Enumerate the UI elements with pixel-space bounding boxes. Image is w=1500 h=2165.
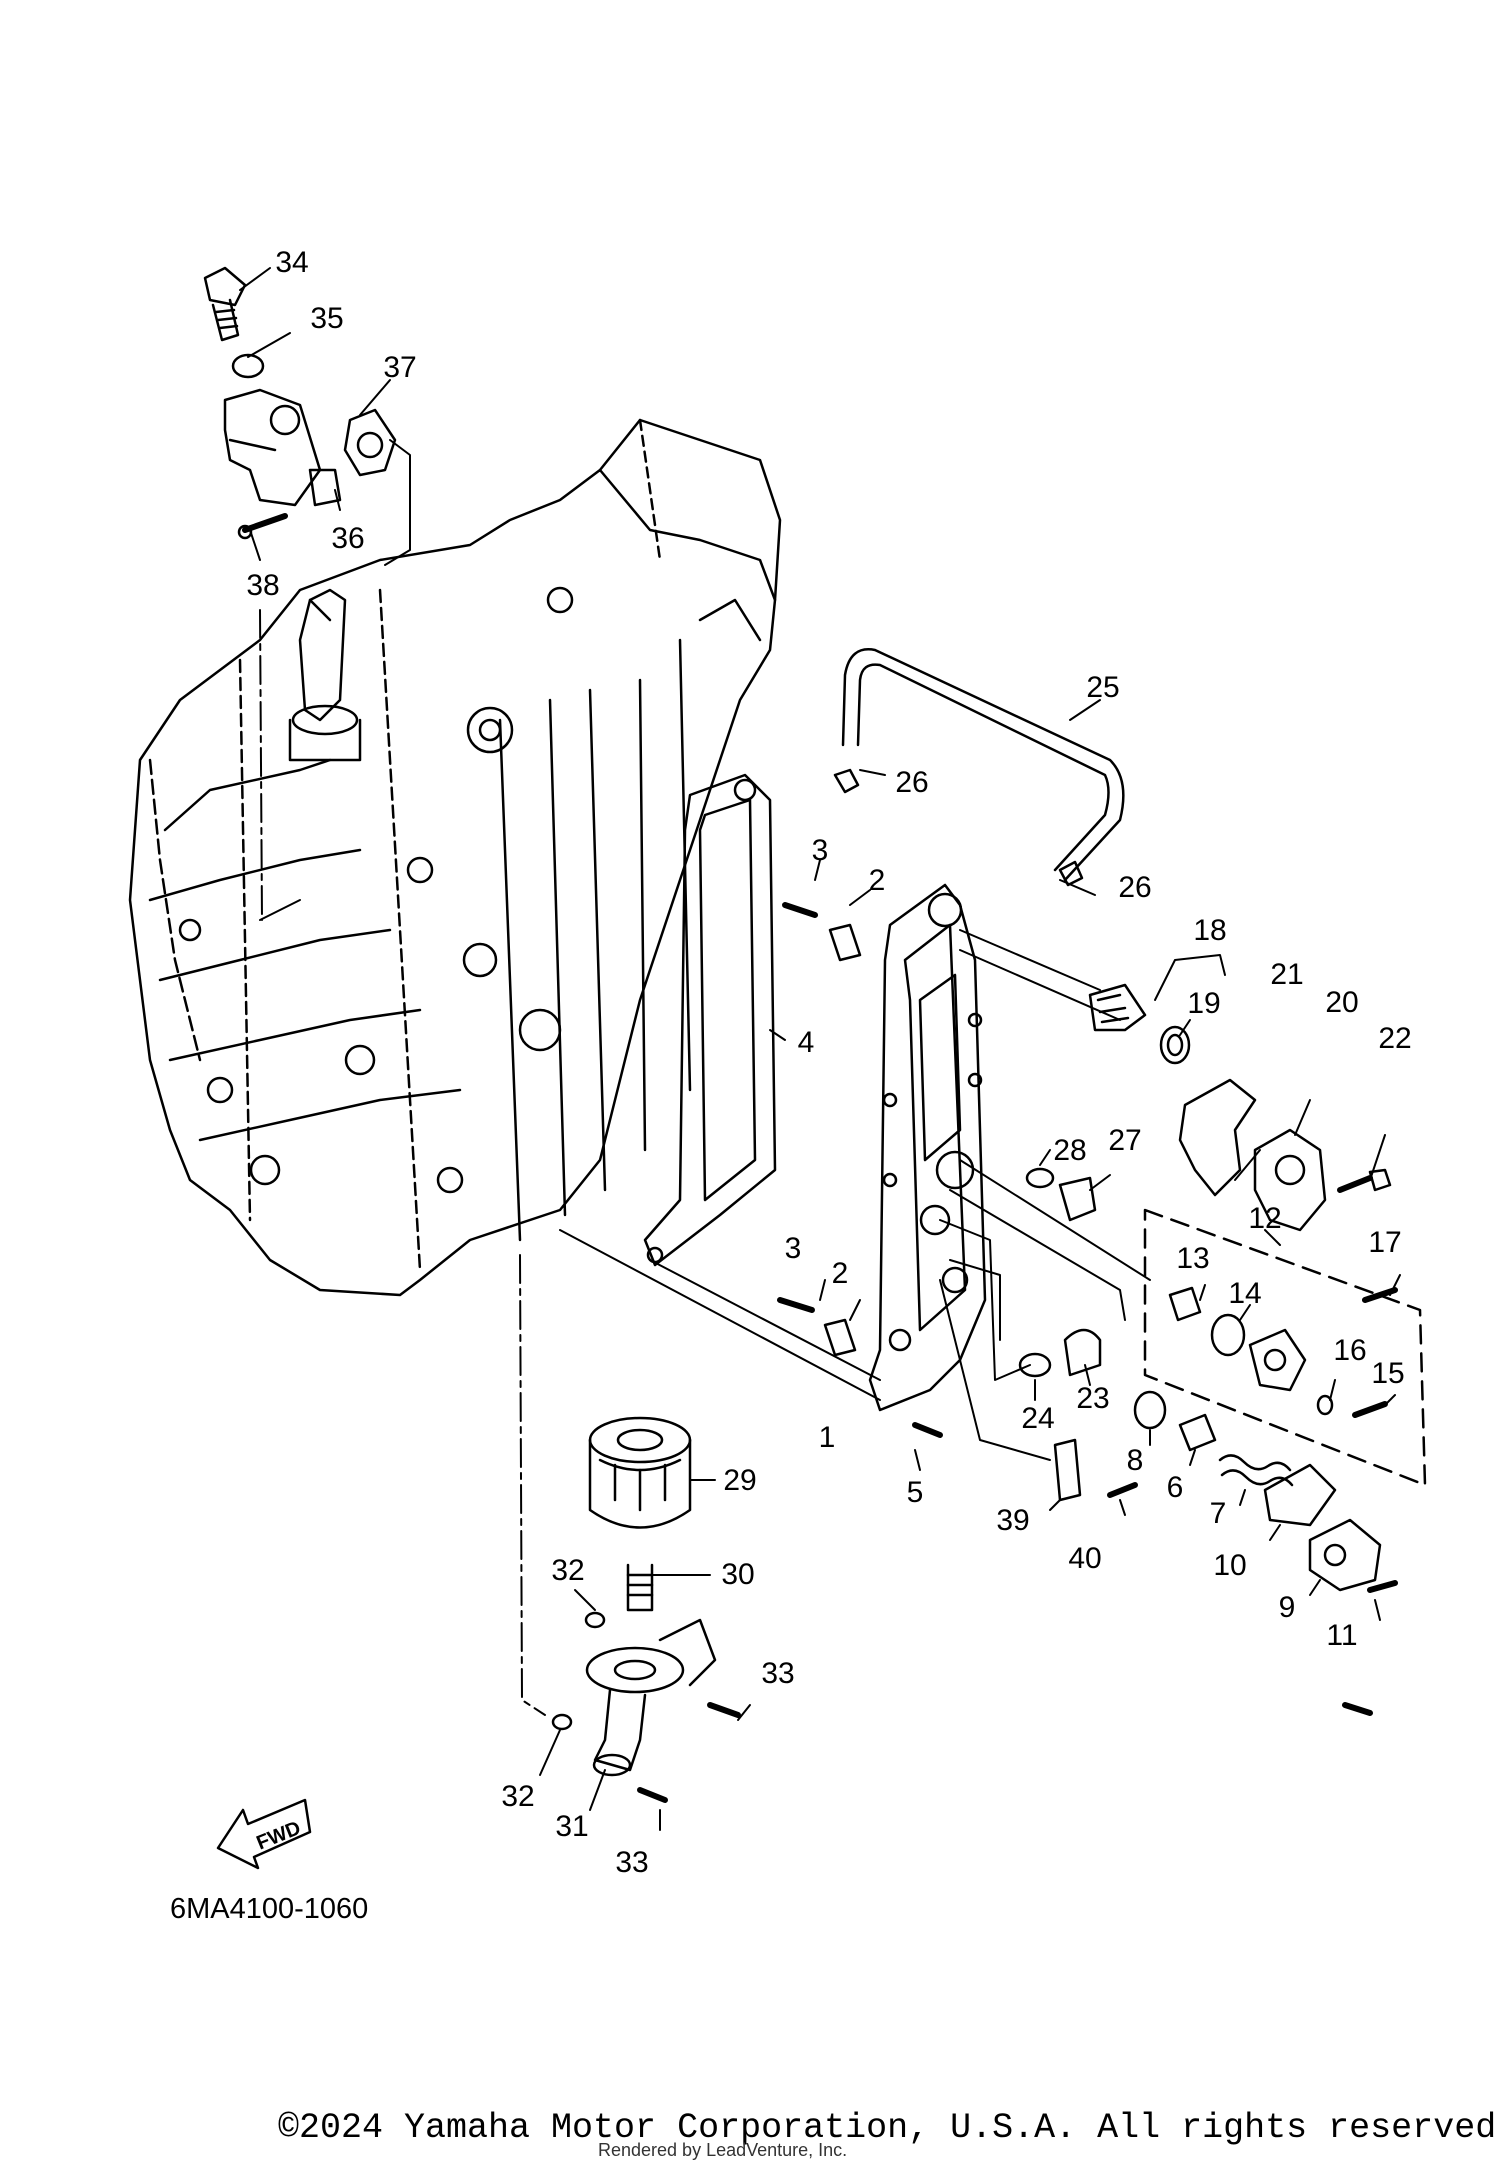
callout-33b: 33 [615, 1846, 648, 1879]
leader-lines [239, 267, 1401, 1831]
rendered-by-credit: Rendered by LeadVenture, Inc. [598, 2140, 848, 2160]
callout-33a: 33 [761, 1657, 794, 1690]
bolts-illustration [777, 902, 1373, 1716]
callout-9: 9 [1279, 1591, 1296, 1624]
callout-13: 13 [1176, 1242, 1209, 1275]
callout-24: 24 [1021, 1402, 1054, 1435]
fwd-arrow-icon [216, 1798, 312, 1870]
callout-8: 8 [1127, 1444, 1144, 1477]
callout-35: 35 [310, 302, 343, 335]
callout-15: 15 [1371, 1357, 1404, 1390]
callout-39: 39 [996, 1504, 1029, 1537]
callout-27: 27 [1108, 1124, 1141, 1157]
figure-code: 6MA4100-1060 [170, 1893, 369, 1925]
callout-23: 23 [1076, 1382, 1109, 1415]
callout-17: 17 [1368, 1226, 1401, 1259]
callout-2b: 2 [832, 1257, 849, 1290]
callout-1: 1 [819, 1421, 836, 1454]
callout-32a: 32 [551, 1554, 584, 1587]
callout-16: 16 [1333, 1334, 1366, 1367]
callout-37: 37 [383, 351, 416, 384]
sensor-parts-illustration [1088, 983, 1392, 1232]
copyright-notice: ©2024 Yamaha Motor Corporation, U.S.A. A… [278, 2108, 1500, 2148]
cover-plate-illustration [868, 883, 987, 1412]
callout-6: 6 [1167, 1471, 1184, 1504]
callout-3a: 3 [812, 834, 829, 867]
callout-5: 5 [907, 1476, 924, 1509]
callout-28: 28 [1053, 1134, 1086, 1167]
callout-34: 34 [275, 246, 308, 279]
callout-7: 7 [1210, 1497, 1227, 1530]
callout-19: 19 [1187, 987, 1220, 1020]
callout-22: 22 [1378, 1022, 1411, 1055]
callout-12: 12 [1248, 1202, 1281, 1235]
callout-2a: 2 [869, 864, 886, 897]
callout-29: 29 [723, 1464, 756, 1497]
callout-10: 10 [1213, 1549, 1246, 1582]
thermostat-housing-illustration [203, 266, 397, 540]
callout-25: 25 [1086, 671, 1119, 704]
filter-base-illustration [551, 1611, 741, 1803]
callout-18: 18 [1193, 914, 1226, 947]
callout-11: 11 [1326, 1619, 1357, 1652]
callout-14: 14 [1228, 1277, 1261, 1310]
spacer-illustration [823, 923, 862, 1357]
callout-4: 4 [798, 1026, 815, 1059]
valve-assembly-illustration [1053, 1208, 1427, 1593]
callout-26b: 26 [1118, 871, 1151, 904]
plug-and-washer-illustration [1018, 1167, 1102, 1378]
callout-36: 36 [331, 522, 364, 555]
callout-26a: 26 [895, 766, 928, 799]
callout-40: 40 [1068, 1542, 1101, 1575]
callout-38: 38 [246, 569, 279, 602]
callout-21: 21 [1270, 958, 1303, 991]
fwd-label: FWD [253, 1817, 303, 1854]
callout-32b: 32 [501, 1780, 534, 1813]
callout-30: 30 [721, 1558, 754, 1591]
callout-31: 31 [555, 1810, 588, 1843]
hose-illustration [833, 648, 1125, 887]
cylinder-block-illustration [128, 418, 782, 1297]
callout-3b: 3 [785, 1232, 802, 1265]
oil-filter-illustration [588, 1416, 692, 1612]
callout-20: 20 [1325, 986, 1358, 1019]
callout-labels: 34 35 37 36 38 25 26 26 3 2 4 18 19 21 2… [246, 246, 1411, 1879]
gasket-illustration [643, 773, 777, 1267]
